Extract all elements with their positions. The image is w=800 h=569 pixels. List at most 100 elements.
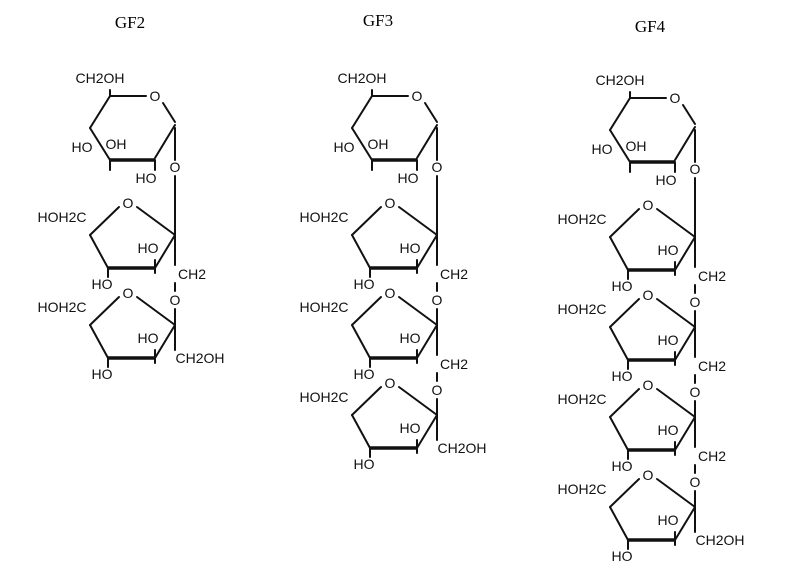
bond <box>136 296 176 326</box>
fructose-ho-label: HO <box>400 420 421 436</box>
glucose-ring-oxygen: O <box>150 88 161 104</box>
fructose-ho-label: HO <box>612 458 633 474</box>
molecule-title: GF4 <box>635 17 666 36</box>
bond <box>351 95 373 129</box>
bond <box>351 206 382 236</box>
bond <box>656 298 696 328</box>
fructose-ring-3: O HOH2C HO HO CH2OH <box>299 375 486 472</box>
fructose-hoh2c-label: HOH2C <box>557 481 606 497</box>
methylene-label: CH2 <box>440 266 468 282</box>
fructose-ho-label: HO <box>354 456 375 472</box>
bond <box>609 236 629 271</box>
fructose-hoh2c-label: HOH2C <box>557 211 606 227</box>
bond <box>89 234 109 269</box>
methylene-label: CH2 <box>178 266 206 282</box>
glycosidic-oxygen: O <box>170 159 181 175</box>
bond <box>398 206 438 236</box>
fructose-ring-oxygen: O <box>123 195 134 211</box>
glucose-oh-label: OH <box>626 138 647 154</box>
glucose-oh-label: OH <box>106 136 127 152</box>
fructose-hoh2c-label: HOH2C <box>37 299 86 315</box>
fructose-ho-label: HO <box>92 366 113 382</box>
fructose-ring-oxygen: O <box>385 375 396 391</box>
fructose-ho-label: HO <box>400 240 421 256</box>
bond <box>89 95 111 129</box>
bond <box>89 206 120 236</box>
methylene-label: CH2 <box>440 356 468 372</box>
bond <box>674 416 696 451</box>
glycosidic-oxygen: O <box>690 161 701 177</box>
glucose-ho-label: HO <box>656 172 677 188</box>
glucose-ring-oxygen: O <box>670 90 681 106</box>
glucose-ho-label: HO <box>592 141 613 157</box>
bond <box>656 208 696 238</box>
bond <box>351 127 373 161</box>
bond <box>398 386 438 416</box>
bond <box>674 326 696 361</box>
bond <box>609 506 629 541</box>
bond <box>609 129 631 163</box>
bond <box>351 234 371 269</box>
fructose-hoh2c-label: HOH2C <box>299 209 348 225</box>
bond <box>89 296 120 326</box>
fructose-ho-label: HO <box>658 512 679 528</box>
glucose-ho-label: HO <box>398 170 419 186</box>
terminal-ch2oh-label: CH2OH <box>175 350 224 366</box>
fructose-ring-oxygen: O <box>643 377 654 393</box>
bond <box>609 388 640 418</box>
fructose-ring-oxygen: O <box>385 195 396 211</box>
fructose-ring-oxygen: O <box>643 287 654 303</box>
fructose-hoh2c-label: HOH2C <box>299 389 348 405</box>
fructose-ho-label: HO <box>658 332 679 348</box>
bond <box>398 296 438 326</box>
bond <box>416 234 438 269</box>
bond <box>682 104 696 125</box>
bond <box>416 124 438 159</box>
fructose-ho-label: HO <box>658 242 679 258</box>
methylene-label: CH2 <box>698 268 726 284</box>
glucose-ho-label: HO <box>72 139 93 155</box>
bond <box>609 416 629 451</box>
glucose-ho-label: HO <box>136 170 157 186</box>
terminal-ch2oh-label: CH2OH <box>437 440 486 456</box>
bond <box>609 326 629 361</box>
fructose-ho-label: HO <box>138 330 159 346</box>
fructose-ring-oxygen: O <box>643 197 654 213</box>
glucose-ch2oh-label: CH2OH <box>75 70 124 86</box>
fructose-ho-label: HO <box>612 278 633 294</box>
bond <box>351 386 382 416</box>
glucose-ch2oh-label: CH2OH <box>595 72 644 88</box>
bond <box>136 206 176 236</box>
fructose-hoh2c-label: HOH2C <box>37 209 86 225</box>
glycosidic-oxygen: O <box>432 159 443 175</box>
fructose-hoh2c-label: HOH2C <box>557 301 606 317</box>
bond <box>416 324 438 359</box>
bond <box>609 478 640 508</box>
glucose-ring-oxygen: O <box>412 88 423 104</box>
methylene-label: CH2 <box>698 358 726 374</box>
bond <box>416 414 438 449</box>
fructose-ho-label: HO <box>400 330 421 346</box>
bond <box>424 102 438 123</box>
fructose-ho-label: HO <box>612 368 633 384</box>
link-oxygen: O <box>690 294 701 310</box>
link-oxygen: O <box>690 384 701 400</box>
bond <box>674 506 696 541</box>
fructose-ring-oxygen: O <box>643 467 654 483</box>
molecule-title: GF2 <box>115 13 145 32</box>
glucose-oh-label: OH <box>368 136 389 152</box>
fructose-ho-label: HO <box>612 548 633 564</box>
